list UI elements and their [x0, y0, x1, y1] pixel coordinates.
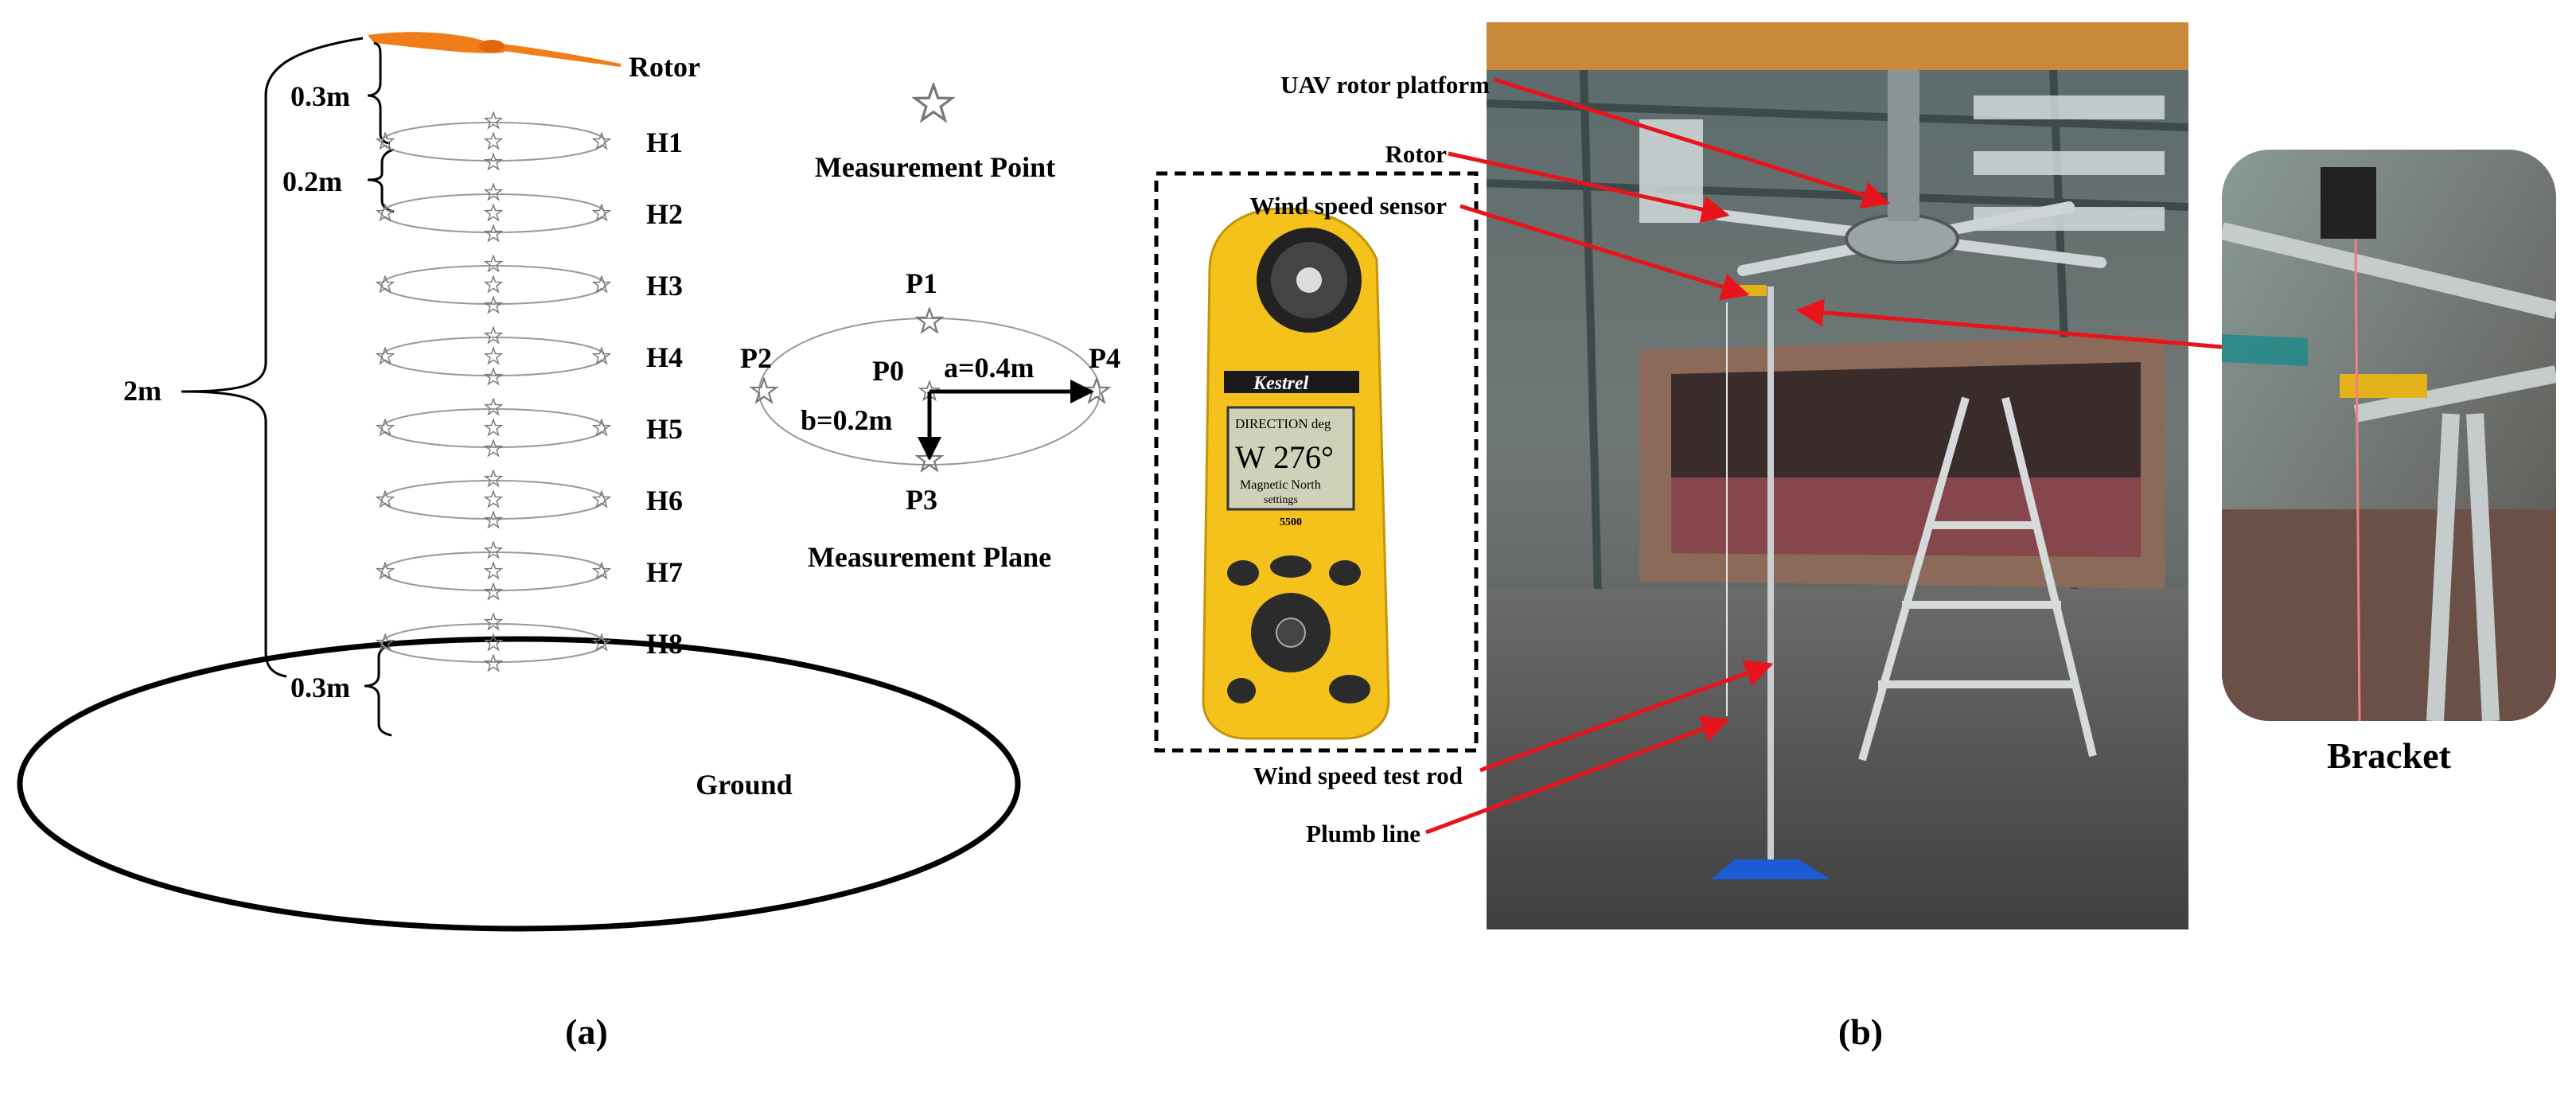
device-screen-dir: W	[1235, 439, 1265, 475]
plane-point-p2: P2	[740, 342, 772, 374]
level-h3: H3	[376, 255, 683, 314]
device-screen-line1: DIRECTION deg	[1235, 416, 1331, 431]
bracket-label: Bracket	[2327, 735, 2452, 776]
device-model: 5500	[1280, 516, 1302, 528]
panel-b-caption: (b)	[1838, 1011, 1883, 1052]
dim-top-label: 0.3m	[290, 80, 350, 112]
panel-b: Kestrel DIRECTION deg W 276° Magnetic No…	[1154, 22, 2556, 1052]
device-brand: Kestrel	[1253, 373, 1309, 394]
dim-total-label: 2m	[123, 375, 162, 407]
bracket-inset-photo	[2222, 150, 2556, 721]
top-offset-brace	[367, 41, 391, 145]
h3-label: H3	[646, 270, 683, 302]
callout-plumb-line: Plumb line	[1306, 820, 1421, 848]
callout-wind-sensor: Wind speed sensor	[1250, 192, 1448, 220]
rotor-blade	[368, 32, 621, 67]
measurement-plane: P1 P2 P0 P4 P3 a=0.4m b=0.2m Measurement…	[740, 267, 1120, 573]
plane-a-label: a=0.4m	[944, 352, 1035, 384]
callout-test-rod: Wind speed test rod	[1253, 762, 1463, 789]
level-h5: H5	[376, 398, 683, 457]
callout-uav-platform: UAV rotor platform	[1280, 71, 1490, 99]
plane-point-p3: P3	[906, 484, 937, 516]
h5-label: H5	[646, 413, 683, 445]
h2-label: H2	[646, 198, 683, 230]
device-screen-line3: Magnetic North	[1240, 478, 1321, 492]
kestrel-device: Kestrel DIRECTION deg W 276° Magnetic No…	[1202, 207, 1390, 740]
level-h8: H8	[376, 613, 683, 672]
ground-ellipse	[17, 636, 1021, 932]
spacing-brace	[367, 148, 395, 213]
dim-spacing-label: 0.2m	[283, 166, 342, 197]
legend-label: Measurement Point	[815, 151, 1055, 183]
rotor-label: Rotor	[629, 51, 700, 83]
level-h7: H7	[376, 541, 683, 600]
bottom-offset-brace	[364, 645, 392, 737]
level-h2: H2	[376, 183, 683, 242]
plane-b-label: b=0.2m	[801, 404, 893, 436]
plane-title: Measurement Plane	[808, 541, 1051, 573]
h1-label: H1	[646, 127, 683, 158]
test-hall-photo	[1487, 22, 2188, 929]
h6-label: H6	[646, 485, 683, 516]
legend-star-icon	[914, 84, 953, 122]
dim-bottom-label: 0.3m	[290, 672, 350, 703]
callout-arrows	[1425, 77, 2223, 835]
h8-label: H8	[646, 628, 683, 660]
measurement-levels: H1 H2 H3 H4	[376, 111, 683, 672]
device-screen-line4: settings	[1264, 494, 1298, 506]
h4-label: H4	[646, 341, 683, 373]
callout-rotor: Rotor	[1385, 140, 1448, 168]
level-h6: H6	[376, 470, 683, 528]
ground-label: Ground	[696, 769, 792, 801]
panel-a: Ground Rotor 2m 0.3m 0.2m 0.3m H1	[17, 32, 1120, 1052]
device-screen-value: 276°	[1273, 439, 1334, 475]
plane-point-p1: P1	[906, 267, 937, 299]
plane-point-p4: P4	[1089, 342, 1120, 374]
level-h4: H4	[376, 326, 683, 385]
total-height-brace	[181, 37, 364, 678]
plane-point-p0: P0	[872, 355, 904, 387]
h7-label: H7	[646, 556, 683, 588]
panel-a-caption: (a)	[565, 1011, 608, 1052]
level-h1: H1	[376, 111, 683, 170]
